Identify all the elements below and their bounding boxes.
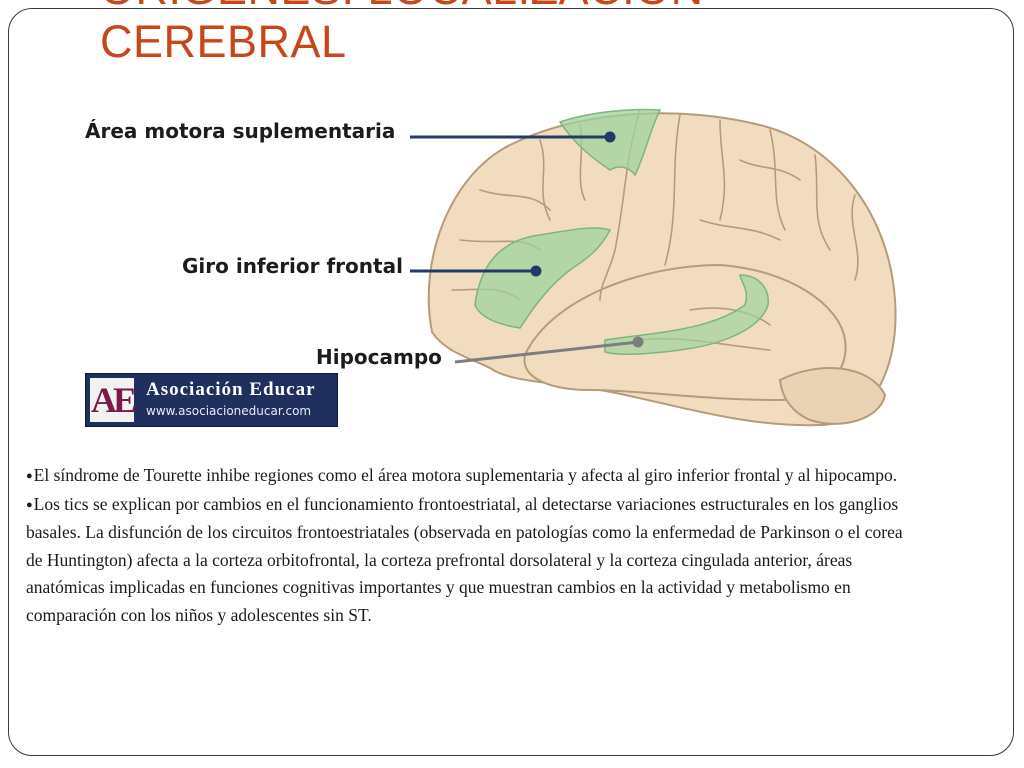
logo-mark: AE [90, 378, 137, 422]
slide-title-line-2: CEREBRAL [100, 16, 347, 68]
body-text: ●El síndrome de Tourette inhibe regiones… [26, 462, 906, 629]
paragraph-2-text: Los tics se explican por cambios en el f… [26, 493, 903, 625]
slide-title: ORÍGENES: LOCALIZACIÓN CEREBRAL [100, 0, 704, 68]
hippocampus-leader-line [454, 340, 639, 364]
cerebellum [778, 367, 887, 425]
logo-name: Asociación Educar [146, 379, 316, 400]
slide-title-line-1: ORÍGENES: LOCALIZACIÓN [100, 0, 704, 15]
logo-url: www.asociacioneducar.com [146, 404, 312, 418]
asociacion-educar-logo: AE Asociación Educar www.asociacioneduca… [85, 373, 338, 427]
paragraph-1: ●El síndrome de Tourette inhibe regiones… [26, 462, 906, 491]
sma-label: Área motora suplementaria [85, 119, 395, 143]
hippocampus-label: Hipocampo [316, 345, 442, 369]
paragraph-2: ●Los tics se explican por cambios en el … [26, 491, 906, 630]
hippocampus-region [604, 274, 769, 355]
ifg-leader-dot [530, 265, 542, 277]
ifg-region [474, 227, 612, 329]
paragraph-1-text: El síndrome de Tourette inhibe regiones … [33, 465, 898, 485]
brain-figure: Área motora suplementaria Giro inferior … [85, 108, 897, 427]
bullet-icon: ● [26, 470, 33, 482]
bullet-icon: ● [26, 498, 33, 511]
hippocampus-leader-dot [632, 336, 644, 348]
sma-leader-dot [604, 131, 616, 143]
ifg-label: Giro inferior frontal [182, 254, 403, 278]
